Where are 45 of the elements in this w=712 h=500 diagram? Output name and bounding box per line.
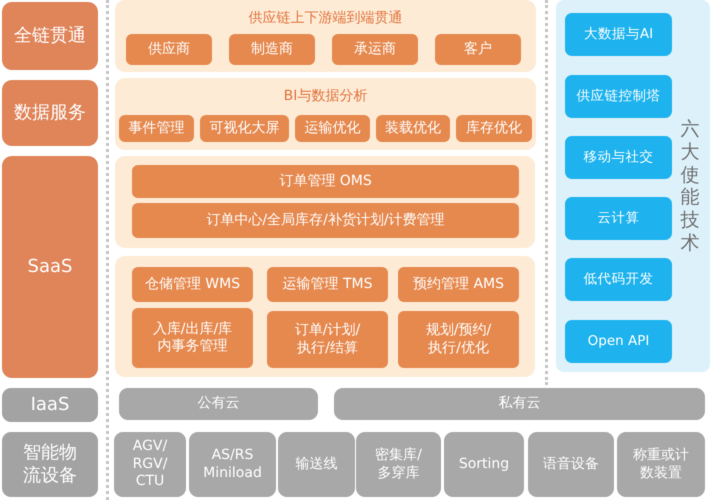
module-tile: 运输管理 TMS	[267, 267, 388, 302]
panel-title: 六大使能技术	[680, 118, 700, 255]
infrastructure-tile: 称重或计数装置	[617, 432, 705, 497]
module-tile: 订单管理 OMS	[132, 165, 519, 198]
infrastructure-tile: 私有云	[334, 388, 705, 420]
module-tile: 可视化大屏	[200, 115, 289, 142]
module-tile: 库存优化	[456, 115, 532, 142]
module-tile: 装载优化	[376, 115, 450, 142]
module-tile: 入库/出库/库内事务管理	[132, 308, 253, 368]
module-tile: 订单中心/全局库存/补货计划/计费管理	[132, 203, 519, 238]
module-tile: 事件管理	[119, 115, 194, 142]
module-tile: 客户	[435, 34, 521, 65]
technology-tile: 大数据与AI	[565, 13, 672, 56]
module-tile: 预约管理 AMS	[398, 267, 519, 302]
layer-label: 智能物流设备	[2, 432, 98, 497]
infrastructure-tile: 密集库/多穿库	[356, 432, 441, 497]
infrastructure-tile: AGV/RGV/CTU	[114, 432, 186, 497]
technology-tile: 低代码开发	[565, 258, 672, 301]
technology-panel	[556, 0, 710, 372]
infrastructure-tile: 公有云	[119, 388, 318, 420]
module-tile: 订单/计划/执行/结算	[267, 311, 388, 368]
section-title: 供应链上下游端到端贯通	[248, 9, 404, 28]
infrastructure-tile: 语音设备	[528, 432, 614, 497]
technology-tile: 云计算	[565, 197, 672, 240]
infrastructure-tile: Sorting	[444, 432, 524, 497]
layer-label: 全链贯通	[2, 2, 98, 70]
layer-label: 数据服务	[2, 80, 98, 146]
technology-tile: Open API	[565, 320, 672, 363]
technology-tile: 移动与社交	[565, 136, 672, 179]
section-title: BI与数据分析	[282, 87, 368, 106]
module-tile: 规划/预约/执行/优化	[398, 311, 519, 368]
module-tile: 制造商	[229, 34, 315, 65]
section-panel	[115, 78, 536, 150]
layer-label: IaaS	[2, 388, 98, 422]
infrastructure-tile: AS/RS Miniload	[189, 432, 276, 497]
infrastructure-tile: 输送线	[278, 432, 355, 497]
technology-tile: 供应链控制塔	[565, 75, 672, 118]
module-tile: 承运商	[332, 34, 418, 65]
module-tile: 仓储管理 WMS	[132, 267, 253, 302]
module-tile: 供应商	[126, 34, 212, 65]
layer-label: SaaS	[2, 156, 98, 378]
section-panel	[115, 0, 536, 72]
module-tile: 运输优化	[295, 115, 370, 142]
section-panel	[115, 156, 535, 248]
section-panel	[115, 256, 535, 377]
